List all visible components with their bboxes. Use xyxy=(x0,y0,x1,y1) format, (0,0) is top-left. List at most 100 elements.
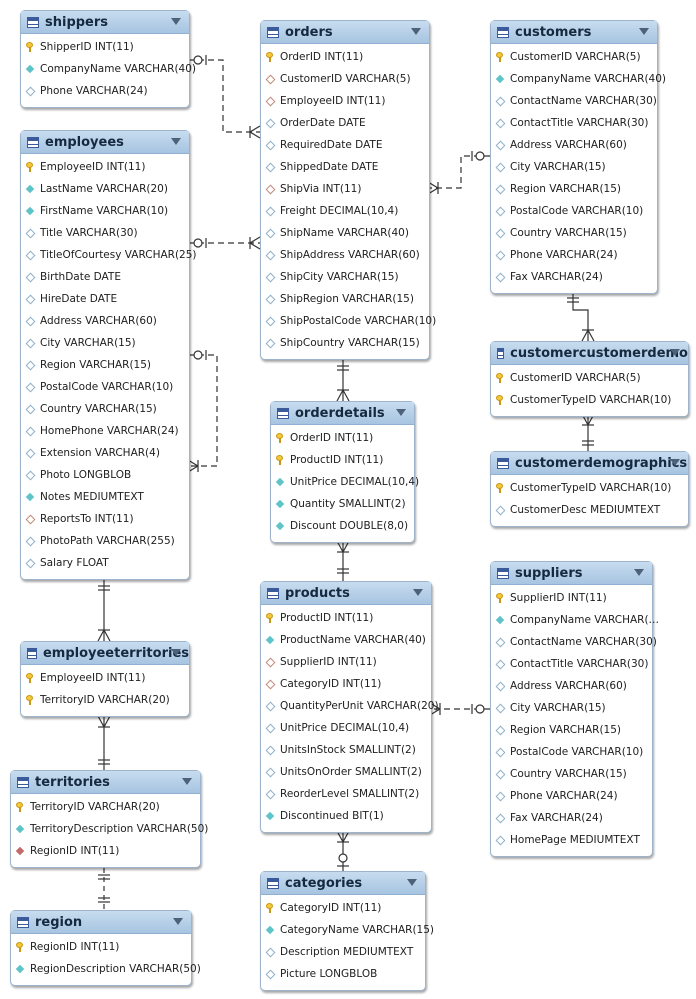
column-row[interactable]: Region VARCHAR(15) xyxy=(491,719,652,741)
column-row[interactable]: Picture LONGBLOB xyxy=(261,963,425,985)
column-row[interactable]: RegionDescription VARCHAR(50) xyxy=(11,958,201,980)
column-row[interactable]: City VARCHAR(15) xyxy=(491,697,652,719)
column-row[interactable]: Title VARCHAR(30) xyxy=(21,222,189,244)
column-row[interactable]: PostalCode VARCHAR(10) xyxy=(21,376,189,398)
column-row[interactable]: Country VARCHAR(15) xyxy=(491,763,652,785)
column-row[interactable]: RegionID INT(11) xyxy=(11,840,200,862)
column-row[interactable]: ReportsTo INT(11) xyxy=(21,508,189,530)
collapse-arrow-icon[interactable] xyxy=(171,649,181,656)
column-row[interactable]: PostalCode VARCHAR(10) xyxy=(491,741,652,763)
column-row[interactable]: Fax VARCHAR(24) xyxy=(491,807,652,829)
column-row[interactable]: ReorderLevel SMALLINT(2) xyxy=(261,783,431,805)
column-row[interactable]: Quantity SMALLINT(2) xyxy=(271,493,414,515)
column-row[interactable]: ShipPostalCode VARCHAR(10) xyxy=(261,310,436,332)
collapse-arrow-icon[interactable] xyxy=(413,589,423,596)
column-row[interactable]: CategoryName VARCHAR(15) xyxy=(261,919,434,941)
table-header[interactable]: orderdetails xyxy=(271,402,414,425)
column-row[interactable]: CustomerID VARCHAR(5) xyxy=(491,46,657,68)
column-row[interactable]: ShippedDate DATE xyxy=(261,156,429,178)
column-row[interactable]: ContactTitle VARCHAR(30) xyxy=(491,653,652,675)
column-row[interactable]: CustomerDesc MEDIUMTEXT xyxy=(491,499,688,521)
table-header[interactable]: employeeterritories xyxy=(21,642,189,665)
column-row[interactable]: ContactName VARCHAR(30) xyxy=(491,631,657,653)
column-row[interactable]: Address VARCHAR(60) xyxy=(491,134,657,156)
column-row[interactable]: TitleOfCourtesy VARCHAR(25) xyxy=(21,244,197,266)
collapse-arrow-icon[interactable] xyxy=(396,409,406,416)
collapse-arrow-icon[interactable] xyxy=(670,459,680,466)
column-row[interactable]: QuantityPerUnit VARCHAR(20) xyxy=(261,695,439,717)
column-row[interactable]: Salary FLOAT xyxy=(21,552,189,574)
column-row[interactable]: Extension VARCHAR(4) xyxy=(21,442,189,464)
column-row[interactable]: EmployeeID INT(11) xyxy=(21,156,189,178)
column-row[interactable]: RequiredDate DATE xyxy=(261,134,429,156)
column-row[interactable]: Fax VARCHAR(24) xyxy=(491,266,657,288)
column-row[interactable]: OrderID INT(11) xyxy=(271,427,414,449)
column-row[interactable]: ContactTitle VARCHAR(30) xyxy=(491,112,657,134)
column-row[interactable]: HomePhone VARCHAR(24) xyxy=(21,420,189,442)
table-header[interactable]: categories xyxy=(261,872,425,895)
column-row[interactable]: Country VARCHAR(15) xyxy=(491,222,657,244)
column-row[interactable]: OrderDate DATE xyxy=(261,112,429,134)
column-row[interactable]: FirstName VARCHAR(10) xyxy=(21,200,189,222)
column-row[interactable]: ProductID INT(11) xyxy=(271,449,414,471)
column-row[interactable]: ShipVia INT(11) xyxy=(261,178,429,200)
column-row[interactable]: UnitsOnOrder SMALLINT(2) xyxy=(261,761,431,783)
column-row[interactable]: SupplierID INT(11) xyxy=(491,587,652,609)
column-row[interactable]: TerritoryID VARCHAR(20) xyxy=(11,796,200,818)
collapse-arrow-icon[interactable] xyxy=(182,778,192,785)
column-row[interactable]: UnitPrice DECIMAL(10,4) xyxy=(271,471,419,493)
column-row[interactable]: Photo LONGBLOB xyxy=(21,464,189,486)
column-row[interactable]: RegionID INT(11) xyxy=(11,936,191,958)
column-row[interactable]: City VARCHAR(15) xyxy=(21,332,189,354)
column-row[interactable]: Phone VARCHAR(24) xyxy=(491,785,652,807)
table-header[interactable]: orders xyxy=(261,21,429,44)
column-row[interactable]: Region VARCHAR(15) xyxy=(491,178,657,200)
column-row[interactable]: PostalCode VARCHAR(10) xyxy=(491,200,657,222)
table-header[interactable]: territories xyxy=(11,771,200,794)
column-row[interactable]: Region VARCHAR(15) xyxy=(21,354,189,376)
column-row[interactable]: LastName VARCHAR(20) xyxy=(21,178,189,200)
column-row[interactable]: CompanyName VARCHAR(40) xyxy=(21,58,196,80)
column-row[interactable]: CategoryID INT(11) xyxy=(261,673,431,695)
column-row[interactable]: CompanyName VARCHAR(… xyxy=(491,609,659,631)
collapse-arrow-icon[interactable] xyxy=(173,918,183,925)
column-row[interactable]: Description MEDIUMTEXT xyxy=(261,941,425,963)
column-row[interactable]: Notes MEDIUMTEXT xyxy=(21,486,189,508)
column-row[interactable]: ShipRegion VARCHAR(15) xyxy=(261,288,429,310)
collapse-arrow-icon[interactable] xyxy=(171,138,181,145)
collapse-arrow-icon[interactable] xyxy=(407,879,417,886)
collapse-arrow-icon[interactable] xyxy=(634,569,644,576)
column-row[interactable]: BirthDate DATE xyxy=(21,266,189,288)
column-row[interactable]: ProductID INT(11) xyxy=(261,607,431,629)
table-header[interactable]: customerdemographics xyxy=(491,452,688,475)
table-header[interactable]: suppliers xyxy=(491,562,652,585)
table-header[interactable]: customercustomerdemo xyxy=(491,342,688,365)
column-row[interactable]: CustomerID VARCHAR(5) xyxy=(491,367,688,389)
column-row[interactable]: Discontinued BIT(1) xyxy=(261,805,431,827)
column-row[interactable]: City VARCHAR(15) xyxy=(491,156,657,178)
table-header[interactable]: region xyxy=(11,911,191,934)
column-row[interactable]: Address VARCHAR(60) xyxy=(491,675,652,697)
table-header[interactable]: employees xyxy=(21,131,189,154)
column-row[interactable]: HireDate DATE xyxy=(21,288,189,310)
table-header[interactable]: shippers xyxy=(21,11,189,34)
column-row[interactable]: UnitsInStock SMALLINT(2) xyxy=(261,739,431,761)
column-row[interactable]: ContactName VARCHAR(30) xyxy=(491,90,657,112)
column-row[interactable]: ShipCity VARCHAR(15) xyxy=(261,266,429,288)
column-row[interactable]: OrderID INT(11) xyxy=(261,46,429,68)
column-row[interactable]: TerritoryID VARCHAR(20) xyxy=(21,689,189,711)
column-row[interactable]: Country VARCHAR(15) xyxy=(21,398,189,420)
column-row[interactable]: CustomerTypeID VARCHAR(10) xyxy=(491,389,688,411)
collapse-arrow-icon[interactable] xyxy=(670,349,680,356)
